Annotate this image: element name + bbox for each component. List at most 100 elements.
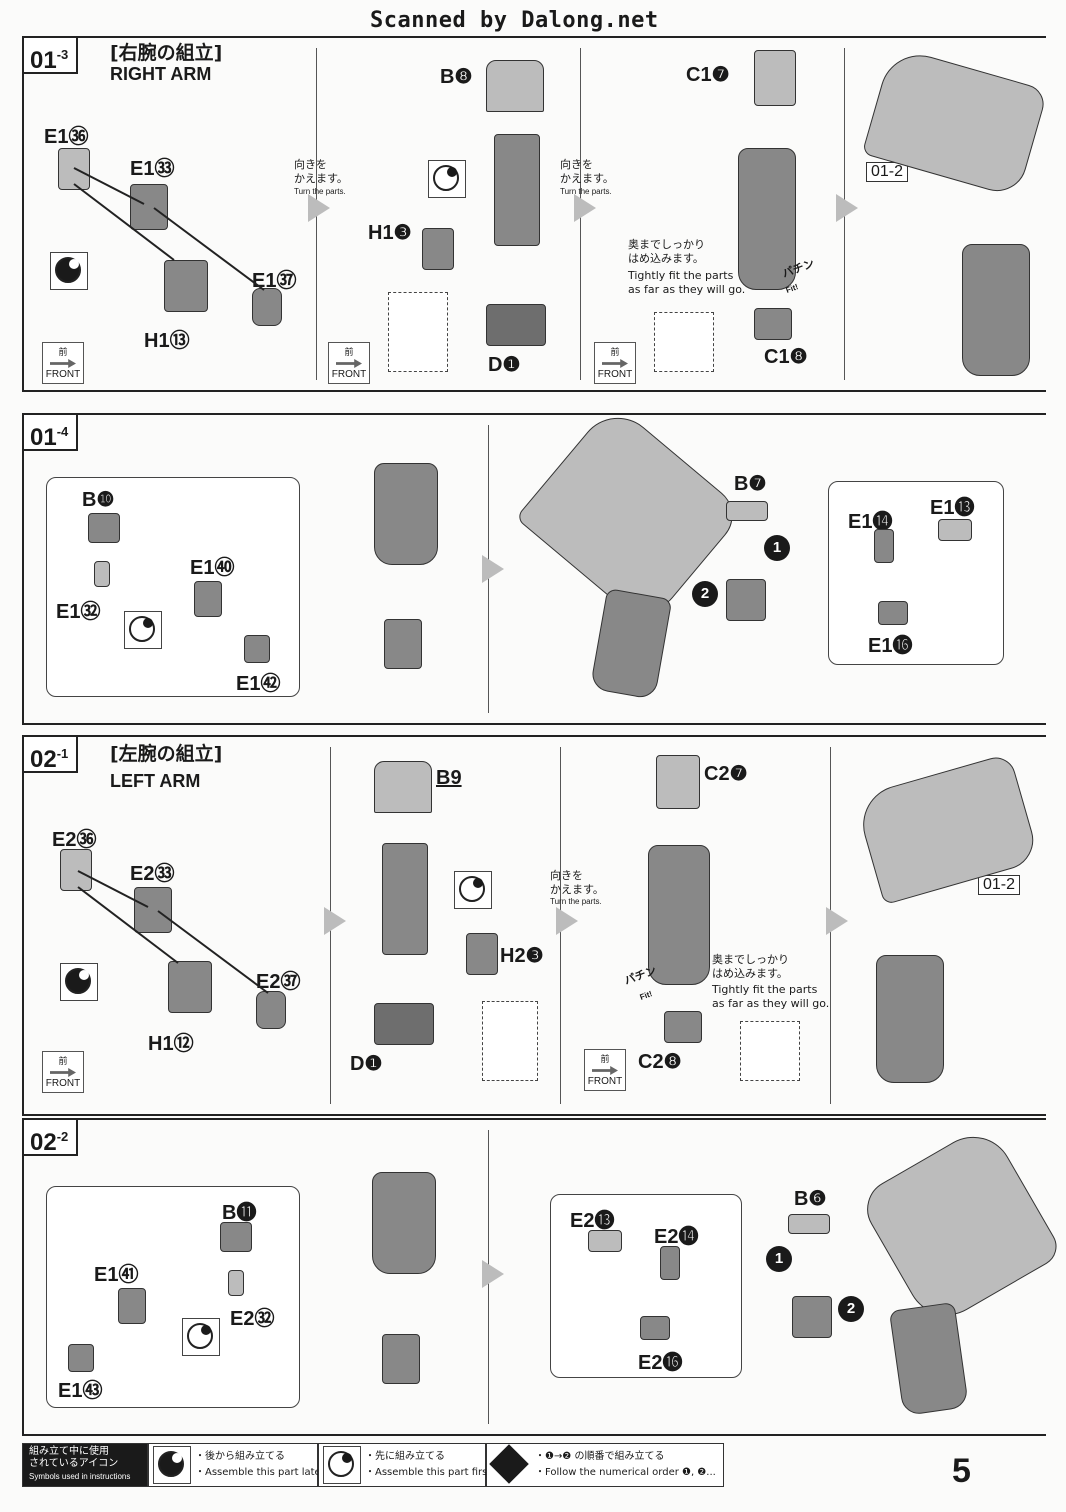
step-title-en: RIGHT ARM [110,64,212,84]
part-label: H1⑫ [148,1033,194,1055]
part-forearm [738,148,796,290]
part-d1 [374,1003,434,1045]
fit-note-jp: 奥までしっかり はめ込みます。 [628,238,705,265]
next-arrow-icon [308,194,330,222]
part-e1-14 [874,529,894,563]
assemble-later-icon [153,1446,191,1484]
assemble-first-icon [124,611,162,649]
part-label: B❿ [82,489,115,511]
part-e2-33 [134,887,172,933]
part-label: H2❸ [500,945,544,967]
part-label: E1㉝ [130,158,175,180]
next-arrow-icon [482,1260,504,1288]
part-upper-arm [372,1172,436,1274]
turn-note-jp: 向きを かえます。 [550,869,604,896]
fit-word: Fit! [638,989,654,1002]
part-label: E2㊲ [256,971,301,993]
part-e1-43 [68,1344,94,1372]
turn-note-en: Turn the parts. [550,897,602,906]
part-forearm-assembled [876,955,944,1083]
part-label: E2㉝ [130,863,175,885]
part-b6 [788,1214,830,1234]
part-b8 [486,60,544,112]
turn-note-en: Turn the parts. [294,187,346,196]
assemble-first-icon [428,160,466,198]
part-label: E1㉜ [56,601,101,623]
part-label: E1㊱ [44,126,89,148]
step-number-01-3: 01-3 [24,38,79,74]
step-title-en: LEFT ARM [110,771,201,791]
part-label: B❻ [794,1188,827,1210]
part-c2-8 [664,1011,702,1043]
detail-inset [740,1021,800,1081]
step-number-02-1: 02-1 [24,737,79,773]
part-c2-7 [656,755,700,809]
step-title-jp: [右腕の組立] [110,42,223,64]
fit-note-en: Tightly fit the parts as far as they wil… [712,983,830,1010]
part-b7 [726,501,768,521]
part-label: B❽ [440,66,473,88]
part-c1-8 [754,308,792,340]
part-forearm-assembled [962,244,1030,376]
part-label: B⓫ [222,1202,257,1224]
page-number: 5 [952,1452,971,1490]
detail-inset [654,312,714,372]
watermark: Scanned by Dalong.net [370,8,659,33]
legend-title: 組み立て中に使用 されているアイコン Symbols used in instr… [22,1443,148,1487]
legend-numerical-order: ・❶→❷ の順番で組み立てる ・Follow the numerical ord… [486,1443,724,1487]
part-h1-12 [168,961,212,1013]
part-hand-joint [792,1296,832,1338]
assemble-first-icon [182,1318,220,1356]
part-e1-32 [94,561,110,587]
next-arrow-icon [826,907,848,935]
part-e1-33 [130,184,168,230]
part-arm-assembled [856,1122,1064,1330]
part-forearm [648,845,710,985]
assemble-later-icon [50,252,88,290]
part-c1-7 [754,50,796,106]
part-elbow [384,619,422,669]
next-arrow-icon [836,194,858,222]
order-number-1: 1 [764,535,790,561]
part-label: D❶ [350,1053,383,1075]
part-label: E1㊸ [58,1380,103,1402]
part-e2-13 [588,1230,622,1252]
step-number-01-4: 01-4 [24,415,79,451]
detail-inset [388,292,448,372]
assemble-first-icon [454,871,492,909]
part-label: E1⓭ [930,497,975,519]
part-b11 [220,1222,252,1252]
turn-note-jp: 向きを かえます。 [560,158,614,185]
part-label: C2❽ [638,1051,682,1073]
legend-assemble-later: ・後から組み立てる ・Assemble this part later. [148,1443,327,1487]
assemble-first-icon [323,1446,361,1484]
part-b9 [374,761,432,813]
part-label: E1㊷ [236,673,281,695]
part-label: E1⓰ [868,635,913,657]
sub-assembly-panel [828,481,1004,665]
ref-step-box: 01-2 [978,875,1021,895]
order-diamond-icon [489,1444,529,1484]
part-forearm-lower [589,588,673,700]
turn-note-jp: 向きを かえます。 [294,158,348,185]
part-d1 [486,304,546,346]
turn-note-en: Turn the parts. [560,187,612,196]
part-e1-41 [118,1288,146,1324]
part-label: E1㊲ [252,270,297,292]
legend-assemble-first: ・先に組み立てる ・Assemble this part first. [318,1443,494,1487]
ref-step-box: 01-2 [866,162,909,182]
part-forearm-lower [888,1301,970,1417]
part-h1-13 [164,260,208,312]
part-h1-3 [422,228,454,270]
part-e2-36 [60,849,92,891]
part-label: C2❼ [704,763,748,785]
part-label: C1❽ [764,346,808,368]
part-label: E1㊵ [190,557,235,579]
part-label: E1⓮ [848,511,893,533]
next-arrow-icon [556,907,578,935]
part-e1-37 [252,288,282,326]
